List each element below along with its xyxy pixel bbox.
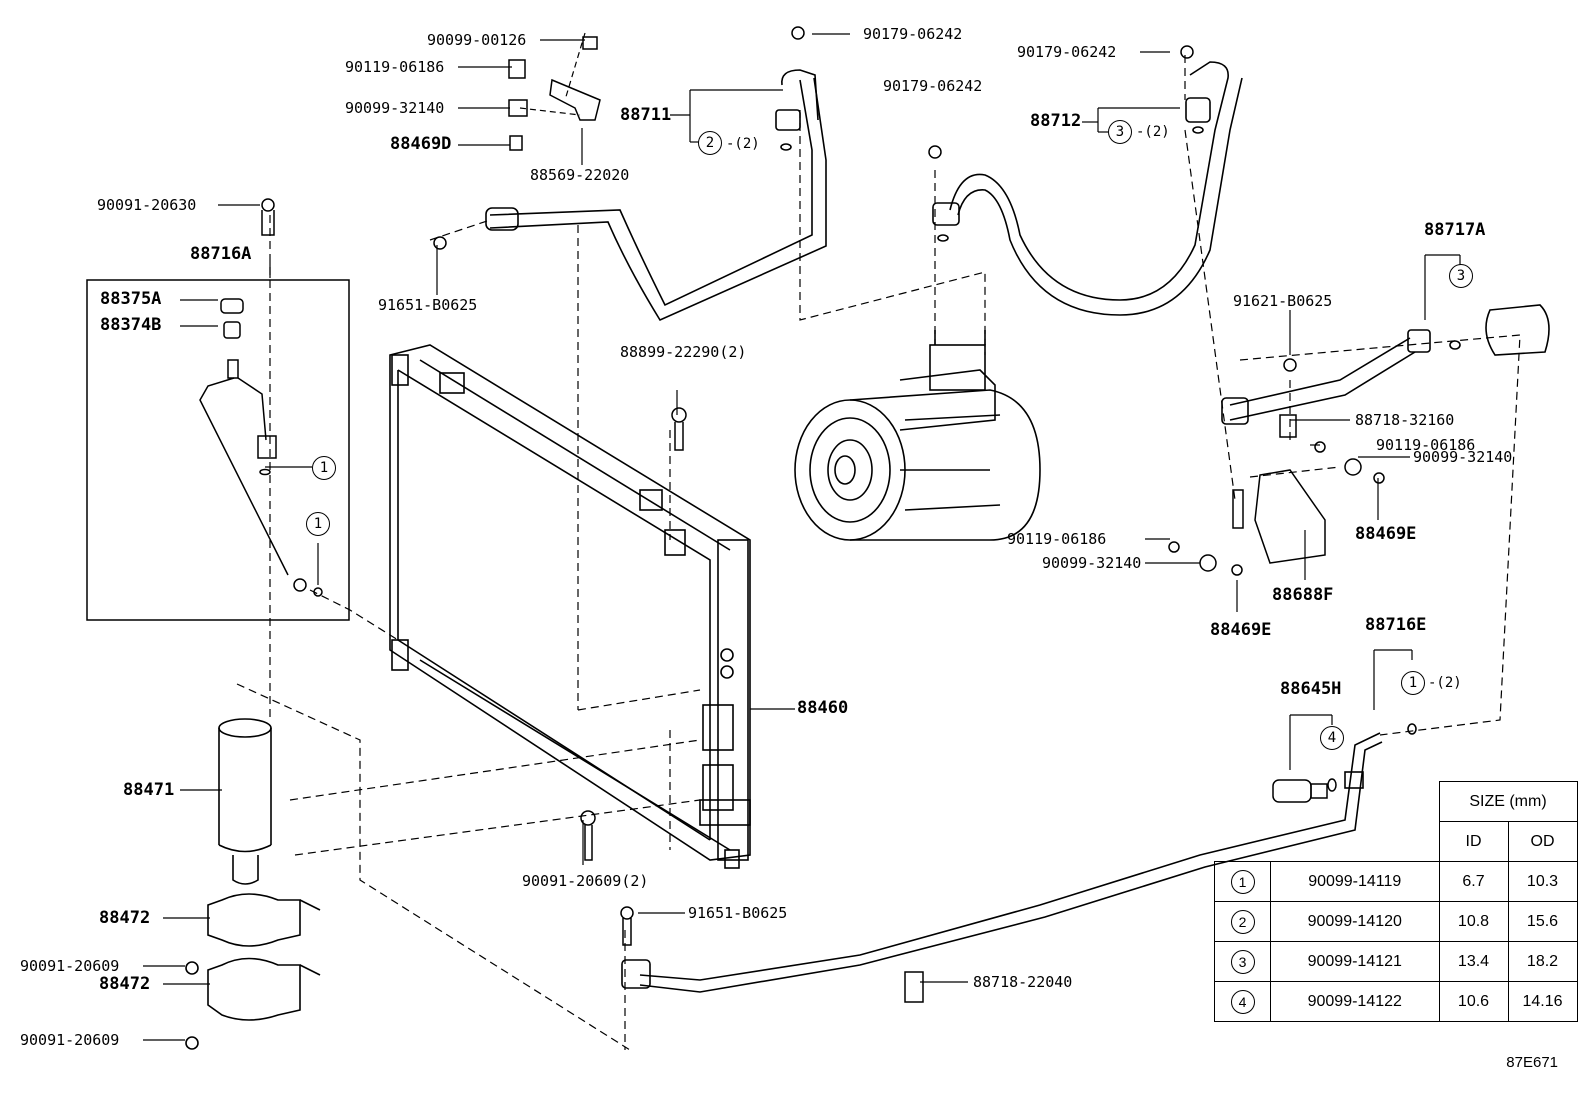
row-od: 14.16	[1507, 981, 1578, 1022]
part-label: 88899-22290(2)	[620, 343, 747, 361]
part-label: 88472	[99, 908, 151, 928]
part-label: 90179-06242	[883, 77, 983, 95]
row-mark: 1	[1230, 869, 1255, 894]
callout-4: 4	[1320, 726, 1344, 750]
part-label: 88645H	[1280, 679, 1342, 699]
part-label: 88460	[797, 698, 849, 718]
part-label: 88716A	[190, 244, 252, 264]
figure-code: 87E671	[1506, 1054, 1558, 1071]
table-row: 4 90099-14122 10.6 14.16	[1214, 981, 1578, 1022]
size-table-title: SIZE (mm)	[1438, 781, 1578, 822]
part-label: 90179-06242	[863, 25, 963, 43]
part-label: 88569-22020	[530, 166, 630, 184]
part-label: 91621-B0625	[1233, 292, 1333, 310]
suction-hose-88712	[932, 61, 1243, 316]
callout-3: 3	[1108, 120, 1132, 144]
part-label: 90091-20630	[97, 196, 197, 214]
row-od: 15.6	[1507, 901, 1578, 942]
receiver-subassembly-frame	[86, 279, 350, 621]
quantity-note: -(2)	[1136, 124, 1170, 140]
part-label: 88711	[620, 105, 672, 125]
callout-3: 3	[1449, 264, 1473, 288]
column-header-od: OD	[1507, 821, 1578, 862]
row-id: 10.8	[1438, 901, 1509, 942]
row-part: 90099-14122	[1270, 981, 1440, 1022]
part-label: 90091-20609	[20, 1031, 120, 1049]
bracket-88569	[508, 36, 601, 151]
part-label: 88718-32160	[1355, 411, 1455, 429]
callout-1: 1	[312, 456, 336, 480]
part-label: 88469D	[390, 134, 452, 154]
part-label: 88471	[123, 780, 175, 800]
bracket-88688f	[1168, 414, 1385, 576]
part-label: 88469E	[1210, 620, 1272, 640]
part-label: 90119-06186	[1007, 530, 1107, 548]
discharge-hose-88711	[485, 69, 827, 322]
part-label: 88716E	[1365, 615, 1427, 635]
table-row: 3 90099-14121 13.4 18.2	[1214, 941, 1578, 982]
compressor	[794, 330, 1041, 541]
part-label: 90099-32140	[1042, 554, 1142, 572]
quantity-note: -(2)	[1428, 675, 1462, 691]
row-od: 18.2	[1507, 941, 1578, 982]
row-mark: 2	[1230, 909, 1255, 934]
row-od: 10.3	[1507, 861, 1578, 902]
callout-1: 1	[1401, 671, 1425, 695]
row-mark: 4	[1230, 989, 1255, 1014]
part-label: 91651-B0625	[378, 296, 478, 314]
row-part: 90099-14120	[1270, 901, 1440, 942]
receiver-pipe	[199, 298, 323, 597]
part-label: 88717A	[1424, 220, 1486, 240]
part-label: 88375A	[100, 289, 162, 309]
part-label: 90091-20609	[20, 957, 120, 975]
part-label: 90119-06186	[345, 58, 445, 76]
part-label: 90099-32140	[1413, 448, 1513, 466]
part-label: 88469E	[1355, 524, 1417, 544]
pressure-switch	[1272, 778, 1337, 803]
callout-1: 1	[306, 512, 330, 536]
column-header-id: ID	[1438, 821, 1509, 862]
part-label: 88712	[1030, 111, 1082, 131]
bolts	[261, 26, 1297, 1003]
quantity-note: -(2)	[726, 136, 760, 152]
callout-2: 2	[698, 131, 722, 155]
part-label: 90091-20609(2)	[522, 872, 649, 890]
row-id: 10.6	[1438, 981, 1509, 1022]
part-label: 90099-00126	[427, 31, 527, 49]
liquid-pipe-88716e	[621, 723, 1417, 993]
row-id: 13.4	[1438, 941, 1509, 982]
condenser	[389, 344, 751, 869]
leader-lines	[143, 32, 1461, 1041]
part-label: 90179-06242	[1017, 43, 1117, 61]
part-label: 90119-06186	[1376, 436, 1476, 454]
oring-size-table: SIZE (mm) ID OD 1 90099-14119 6.7 10.3 2…	[1214, 781, 1578, 1022]
part-label: 88688F	[1272, 585, 1334, 605]
part-label: 91651-B0625	[688, 904, 788, 922]
receiver-brackets	[185, 893, 321, 1050]
row-part: 90099-14121	[1270, 941, 1440, 982]
part-label: 88374B	[100, 315, 162, 335]
table-row: 2 90099-14120 10.8 15.6	[1214, 901, 1578, 942]
row-id: 6.7	[1438, 861, 1509, 902]
part-label: 88718-22040	[973, 973, 1073, 991]
part-label: 88472	[99, 974, 151, 994]
part-label: 90099-32140	[345, 99, 445, 117]
pipe-88717a	[1221, 304, 1550, 425]
row-mark: 3	[1230, 949, 1255, 974]
table-row: 1 90099-14119 6.7 10.3	[1214, 861, 1578, 902]
row-part: 90099-14119	[1270, 861, 1440, 902]
receiver-dryer	[218, 718, 272, 885]
